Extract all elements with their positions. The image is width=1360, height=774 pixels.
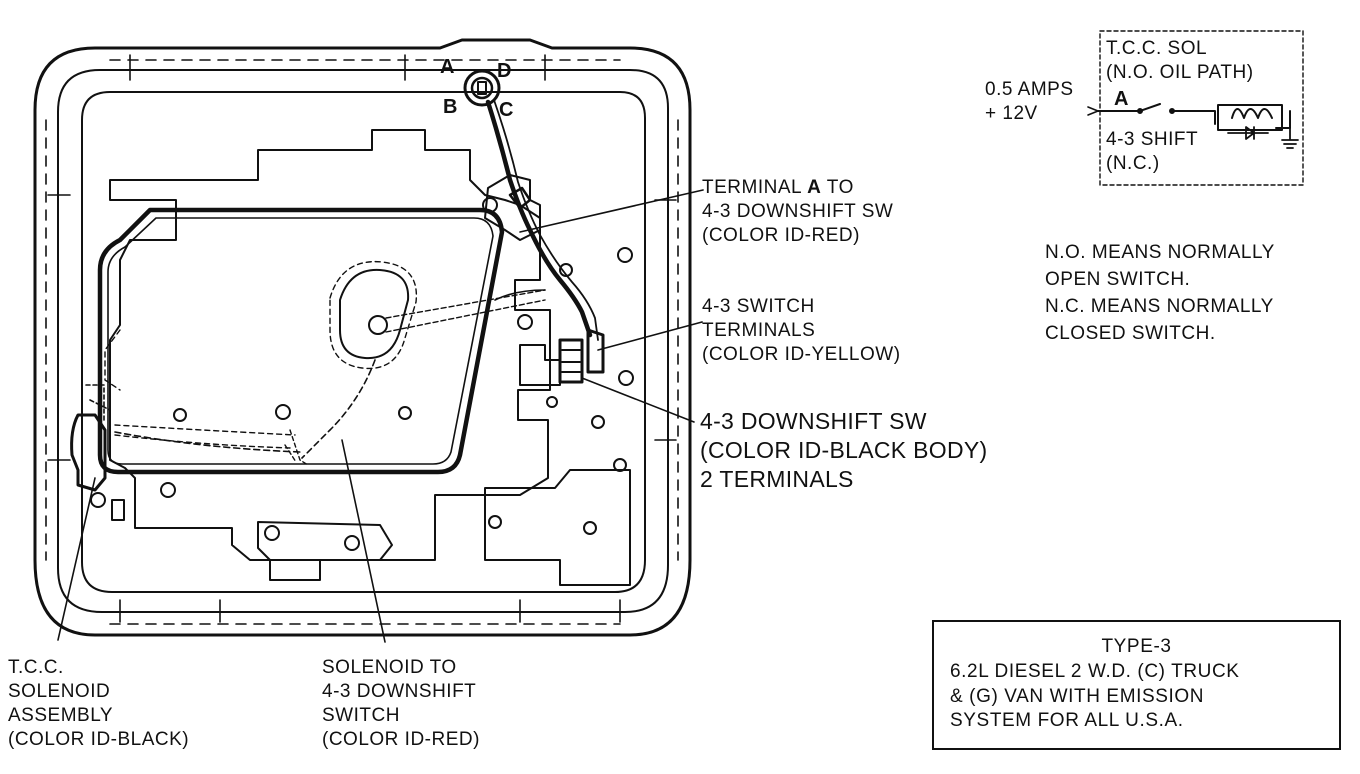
callout-tcc-solenoid: T.C.C. SOLENOID ASSEMBLY (COLOR ID-BLACK… <box>8 657 190 751</box>
application-type-box: TYPE-3 6.2L DIESEL 2 W.D. (C) TRUCK & (G… <box>932 620 1341 750</box>
callout-solenoid-to-switch: SOLENOID TO 4-3 DOWNSHIFT SWITCH (COLOR … <box>322 657 480 751</box>
right-bracket <box>484 174 541 241</box>
valve-body-outline <box>109 129 551 561</box>
hidden-component-outline <box>104 329 296 449</box>
lower-right-plate <box>484 469 631 586</box>
oval-boss <box>339 268 410 360</box>
filter-cover-inner <box>107 217 494 465</box>
callout-switch-terminals: 4-3 SWITCH TERMINALS (COLOR ID-YELLOW) <box>702 296 901 366</box>
wire-to-solenoid <box>494 289 546 301</box>
schematic-supply-label: 0.5 AMPS + 12V <box>985 79 1074 125</box>
schematic-wire <box>1097 103 1291 129</box>
pin-label-b: B <box>443 96 458 118</box>
bracket-bolt <box>482 197 498 213</box>
solenoid-coil-symbol <box>1217 104 1283 131</box>
flange-dashed-line <box>45 59 679 625</box>
leader-switch-terminals <box>597 321 703 351</box>
type-box-line-2: & (G) VAN WITH EMISSION <box>950 685 1205 707</box>
type-box-title: TYPE-3 <box>1101 636 1172 657</box>
diode-symbol <box>1227 126 1269 140</box>
abbreviation-notes: N.O. MEANS NORMALLY OPEN SWITCH. N.C. ME… <box>1045 242 1275 344</box>
callout-downshift-switch: 4-3 DOWNSHIFT SW (COLOR ID-BLACK BODY) 2… <box>700 408 988 493</box>
harness-wire-2 <box>493 99 599 341</box>
schematic-box-outline <box>1099 30 1304 186</box>
oval-boss-dashed <box>329 260 418 370</box>
type-box-line-1: 6.2L DIESEL 2 W.D. (C) TRUCK <box>950 661 1240 682</box>
downshift-switch-body <box>558 338 584 384</box>
leader-terminal-a <box>519 189 704 233</box>
pan-inner-line <box>81 91 646 593</box>
linkage-rod <box>385 289 546 333</box>
solenoid-wire-hidden <box>114 359 376 459</box>
pan-outer-outline <box>33 38 692 637</box>
leader-solenoid-to-switch <box>341 439 386 643</box>
leader-tcc-solenoid <box>57 477 96 641</box>
schematic-shift-label: 4-3 SHIFT (N.C.) <box>1106 129 1199 175</box>
pin-label-c: C <box>499 99 514 121</box>
switch-terminals <box>586 328 605 374</box>
filter-cover-plate <box>97 207 505 475</box>
schematic-terminal-a: A <box>1114 88 1129 110</box>
pressure-switch-body <box>519 344 561 386</box>
pin-label-d: D <box>497 60 512 82</box>
case-connector <box>463 69 501 107</box>
leader-downshift-sw <box>581 377 695 423</box>
flange-ticks <box>47 54 677 623</box>
callout-terminal-a: TERMINAL A TO 4-3 DOWNSHIFT SW (COLOR ID… <box>702 177 894 247</box>
pan-inner-flange <box>57 69 669 613</box>
pivot-pin <box>368 315 388 335</box>
ground-symbol <box>1281 127 1299 149</box>
pin-label-a: A <box>440 56 455 78</box>
tcc-solenoid-assembly <box>70 413 107 492</box>
lower-tab <box>257 521 393 561</box>
schematic-sol-label: T.C.C. SOL (N.O. OIL PATH) <box>1106 38 1254 84</box>
type-box-line-3: SYSTEM FOR ALL U.S.A. <box>950 710 1184 732</box>
